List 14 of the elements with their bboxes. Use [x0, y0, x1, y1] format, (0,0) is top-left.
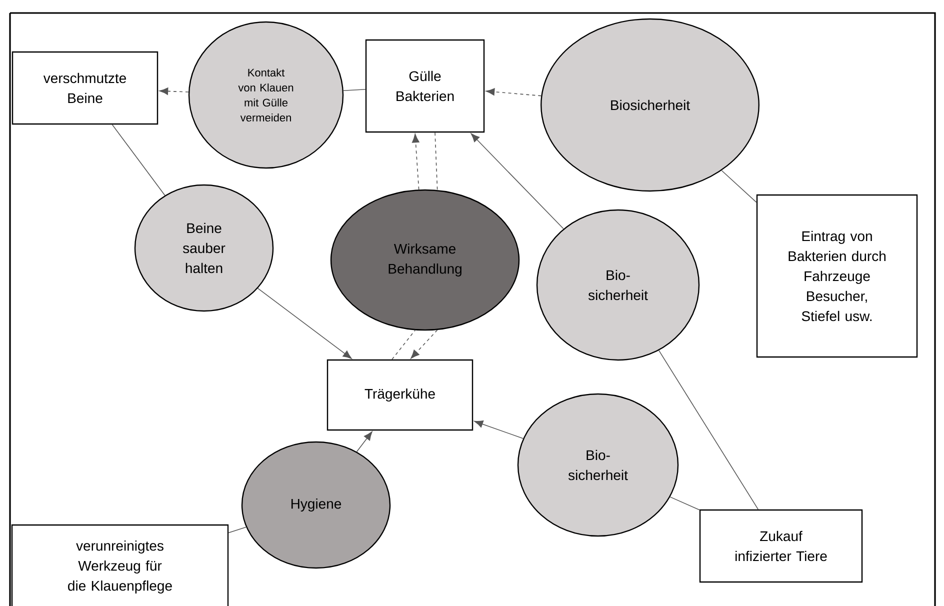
arrow: [474, 420, 524, 439]
cause-box: Zukauf infizierter Tiere: [699, 509, 863, 583]
arrow: [470, 133, 564, 230]
arrow: [410, 330, 438, 359]
cause-box: verschmutzte Beine: [12, 51, 158, 125]
arrow: [257, 288, 352, 359]
cause-box: Eintrag von Bakterien durch Fahrzeuge Besucher, Stiefel usw.: [756, 194, 918, 358]
factor-box: Gülle Bakterien: [365, 39, 485, 133]
arrow: [486, 88, 542, 96]
factor-box: Trägerkühe: [326, 359, 474, 431]
arrow: [412, 134, 420, 190]
arrow: [356, 431, 372, 452]
arrow: [159, 88, 189, 95]
cause-box: verunreinigtes Werkzeug für die Klauenpflege: [11, 524, 229, 606]
